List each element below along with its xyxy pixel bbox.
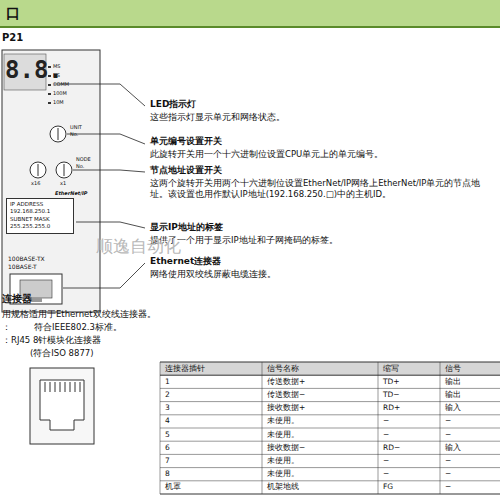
table-cell: − — [445, 456, 451, 465]
callout-text: 这些指示灯显示单元和网络状态。 — [150, 112, 490, 123]
table-cell: − — [383, 416, 389, 425]
table-cell: 未使用。 — [267, 416, 299, 425]
table-cell: − — [383, 469, 389, 478]
spec-text: 符合IEEE802.3标准。 — [34, 322, 122, 333]
table-cell: 6 — [165, 443, 170, 452]
table-cell: 输出 — [445, 377, 461, 386]
spec-text: 用规格适用于Ethernet双绞线连接器。 — [2, 309, 156, 320]
leader-lines — [54, 84, 145, 288]
table-cell: 传送数据− — [267, 390, 305, 399]
table-cell: 5 — [165, 430, 170, 439]
callout-title: Ethernet连接器 — [150, 256, 221, 267]
table-cell: 未使用。 — [267, 469, 299, 478]
table-cell: 2 — [165, 390, 170, 399]
table-cell: RD− — [383, 443, 400, 452]
table-cell: 4 — [165, 416, 170, 425]
table-header: 信号名称 — [267, 364, 299, 373]
table-cell: 输出 — [445, 390, 461, 399]
table-cell: − — [383, 456, 389, 465]
port-label: 100BASE-TX — [8, 255, 45, 263]
logo-text: EtherNet/IP — [55, 190, 88, 196]
table-cell: − — [383, 430, 389, 439]
ip-address-label: IP ADDRESS192.168.250.1SUBNET MASK255.25… — [6, 198, 74, 234]
callout-text: 提供了一个用于显示IP地址和子网掩码的标签。 — [150, 235, 490, 246]
section-title: 口 — [6, 5, 20, 23]
spec-text: ：RJ45 8针模块化连接器 — [2, 335, 101, 346]
table-cell: − — [445, 482, 451, 491]
table-cell: 未使用。 — [267, 456, 299, 465]
callout-text: 这两个旋转开关用两个十六进制位设置EtherNet/IP网络上EtherNet/… — [150, 178, 495, 199]
switch-label: UNIT — [70, 124, 82, 130]
table-cell: TD+ — [383, 377, 400, 386]
callout-title: 单元编号设置开关 — [150, 136, 222, 147]
led-name: NS — [53, 72, 60, 78]
callout-title: 节点地址设置开关 — [150, 165, 222, 176]
table-cell: 机架地线 — [267, 482, 299, 491]
table-cell: 1 — [165, 377, 170, 386]
led-name: COMM — [53, 81, 69, 87]
label-text: 192.168.250.1 — [10, 208, 70, 215]
table-cell: 输入 — [445, 403, 461, 412]
label-text: IP ADDRESS — [10, 201, 70, 208]
table-cell: − — [445, 469, 451, 478]
table-cell: − — [445, 416, 451, 425]
port-label: 10BASE-T — [8, 263, 37, 271]
table-grid — [160, 362, 500, 494]
table-header: 缩写 — [383, 364, 399, 373]
spec-text: (符合ISO 8877) — [30, 348, 94, 359]
header-band — [0, 0, 500, 28]
callout-title: LED指示灯 — [150, 99, 196, 110]
led-name: 10M — [53, 99, 64, 105]
table-cell: 接收数据− — [267, 443, 305, 452]
switch-label: No. — [76, 163, 84, 169]
switch-label: No. — [70, 131, 78, 137]
label-text: SUBNET MASK — [10, 216, 70, 223]
table-cell: 7 — [165, 456, 170, 465]
table-cell: 机罩 — [165, 482, 181, 491]
callout-text: 网络使用双绞线屏蔽电缆连接。 — [150, 269, 490, 280]
spec-text: ： — [2, 322, 11, 333]
table-header: 连接器插针 — [165, 364, 205, 373]
header-rule — [0, 26, 500, 28]
table-cell: 传送数据+ — [267, 377, 305, 386]
led-name: 100M — [53, 90, 67, 96]
callout-title: 显示IP地址的标签 — [150, 222, 223, 233]
label-text: 255.255.255.0 — [10, 223, 70, 230]
model-name: P21 — [2, 32, 23, 45]
table-cell: 输入 — [445, 443, 461, 452]
device-body — [2, 50, 100, 312]
rj45-icon — [30, 368, 94, 444]
table-cell: RD+ — [383, 403, 400, 412]
switch-scale: x1 — [60, 180, 66, 186]
table-cell: 接收数据+ — [267, 403, 305, 412]
table-cell: 3 — [165, 403, 170, 412]
watermark: 顺逸自动化 — [96, 236, 181, 257]
callout-text: 此旋转开关用一个十六进制位设置CPU单元上的单元编号。 — [150, 149, 490, 160]
table-cell: TD− — [383, 390, 400, 399]
switch-scale: x16 — [31, 180, 40, 186]
led-name: MS — [53, 63, 61, 69]
section-heading: 连接器 — [2, 293, 32, 306]
switch-label: NODE — [76, 156, 91, 162]
table-cell: − — [445, 430, 451, 439]
table-cell: 未使用。 — [267, 430, 299, 439]
table-cell: FG — [383, 482, 393, 491]
seven-seg-display: 8.8. — [5, 55, 63, 85]
table-header: 信号 — [445, 364, 461, 373]
table-cell: 8 — [165, 469, 170, 478]
